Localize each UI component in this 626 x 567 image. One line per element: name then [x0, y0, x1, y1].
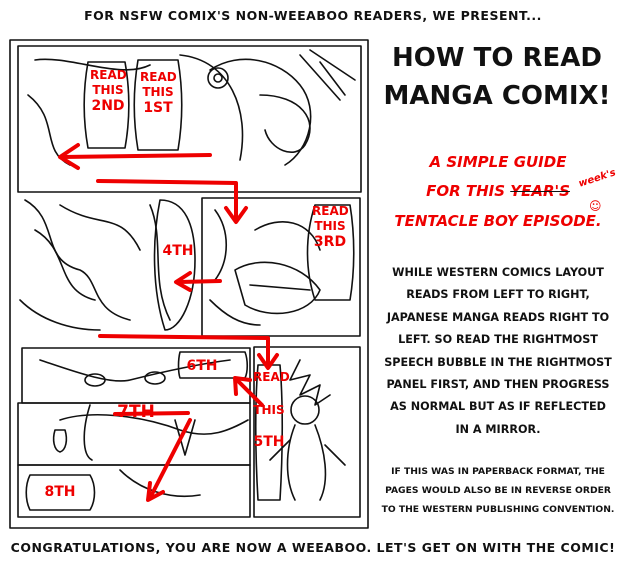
explanation-text: WHILE WESTERN COMICS LAYOUT READS FROM L…	[374, 262, 622, 441]
panel-middle-right	[201, 197, 361, 337]
body-line: IN A MIRROR.	[455, 422, 541, 436]
subtitle-line-1: A SIMPLE GUIDE	[429, 153, 567, 171]
subtitle-struck-word: YEAR'S	[510, 182, 570, 201]
comic-outer-frame	[9, 39, 369, 529]
note-line: TO THE WESTERN PUBLISHING CONVENTION.	[381, 503, 615, 515]
subtitle-line-2: FOR THIS YEAR'S	[376, 177, 620, 206]
body-line: PANEL FIRST, AND THEN PROGRESS	[386, 378, 610, 392]
label-read-word: READ	[253, 370, 290, 384]
note-line: IF THIS WAS IN PAPERBACK FORMAT, THE	[391, 466, 605, 477]
subtitle-line-2-prefix: FOR THIS	[426, 182, 511, 201]
panel-eyes	[21, 347, 251, 404]
label-ordinal-5th: 5TH	[253, 434, 285, 450]
label-ordinal-1st: 1ST	[143, 100, 173, 116]
arrow-6-to-7	[113, 411, 190, 416]
label-ordinal-3rd: 3RD	[313, 234, 347, 250]
body-line: READS FROM LEFT TO RIGHT,	[406, 288, 590, 302]
label-read-word: READ	[90, 68, 127, 82]
body-line: JAPANESE MANGA READS RIGHT TO	[386, 310, 610, 324]
label-read-this-1st: READ THIS 1ST	[140, 70, 177, 118]
label-this-word: THIS	[142, 85, 174, 99]
label-ordinal-2nd: 2ND	[91, 98, 125, 114]
label-this-word: THIS	[92, 83, 124, 97]
subtitle: A SIMPLE GUIDE FOR THIS YEAR'S TENTACLE …	[376, 148, 620, 236]
arrow-2-to-3	[96, 179, 238, 220]
body-line: SPEECH BUBBLE IN THE RIGHTMOST	[384, 355, 612, 369]
label-ordinal-6th: 6TH	[186, 358, 218, 374]
page-title: HOW TO READ MANGA COMIX!	[372, 40, 622, 115]
label-ordinal-7th: 7TH	[117, 402, 155, 422]
subtitle-line-3: TENTACLE BOY EPISODE.	[394, 211, 602, 230]
arrow-4-to-5	[98, 334, 270, 367]
arrow-3-to-4	[178, 279, 222, 284]
smiley-icon: ☺	[589, 199, 602, 213]
note-line: PAGES WOULD ALSO BE IN REVERSE ORDER	[385, 484, 611, 496]
panel-bottom-left	[17, 464, 251, 518]
label-read-word: READ	[312, 204, 349, 218]
title-line-2: MANGA COMIX!	[383, 80, 611, 111]
label-this-word: THIS	[314, 219, 346, 233]
arrow-7-to-8	[148, 418, 192, 500]
label-ordinal-4th: 4TH	[162, 243, 194, 259]
label-read-this-2nd: READ THIS 2ND	[90, 68, 127, 116]
panel-top	[17, 45, 362, 193]
panel-bottom-right	[253, 346, 361, 518]
paperback-note: IF THIS WAS IN PAPERBACK FORMAT, THE PAG…	[374, 463, 622, 520]
header-caption: FOR NSFW COMIX'S NON-WEEABOO READERS, WE…	[84, 8, 542, 23]
body-line: LEFT. SO READ THE RIGHTMOST	[398, 333, 598, 347]
label-read-word: READ	[140, 70, 177, 84]
body-line: WHILE WESTERN COMICS LAYOUT	[392, 266, 604, 279]
label-read-this-3rd: READ THIS 3RD	[312, 204, 349, 252]
label-this-word: THIS	[253, 403, 285, 417]
body-line: AS NORMAL BUT AS IF REFLECTED	[390, 400, 606, 414]
label-read-this-5th: READ THIS 5TH	[253, 370, 290, 452]
title-line-1: HOW TO READ	[392, 43, 602, 73]
arrow-1-to-2	[60, 153, 212, 159]
label-ordinal-8th: 8TH	[44, 484, 76, 500]
arrow-5-to-6	[235, 378, 264, 407]
footer-caption: CONGRATULATIONS, YOU ARE NOW A WEEABOO. …	[10, 540, 616, 555]
